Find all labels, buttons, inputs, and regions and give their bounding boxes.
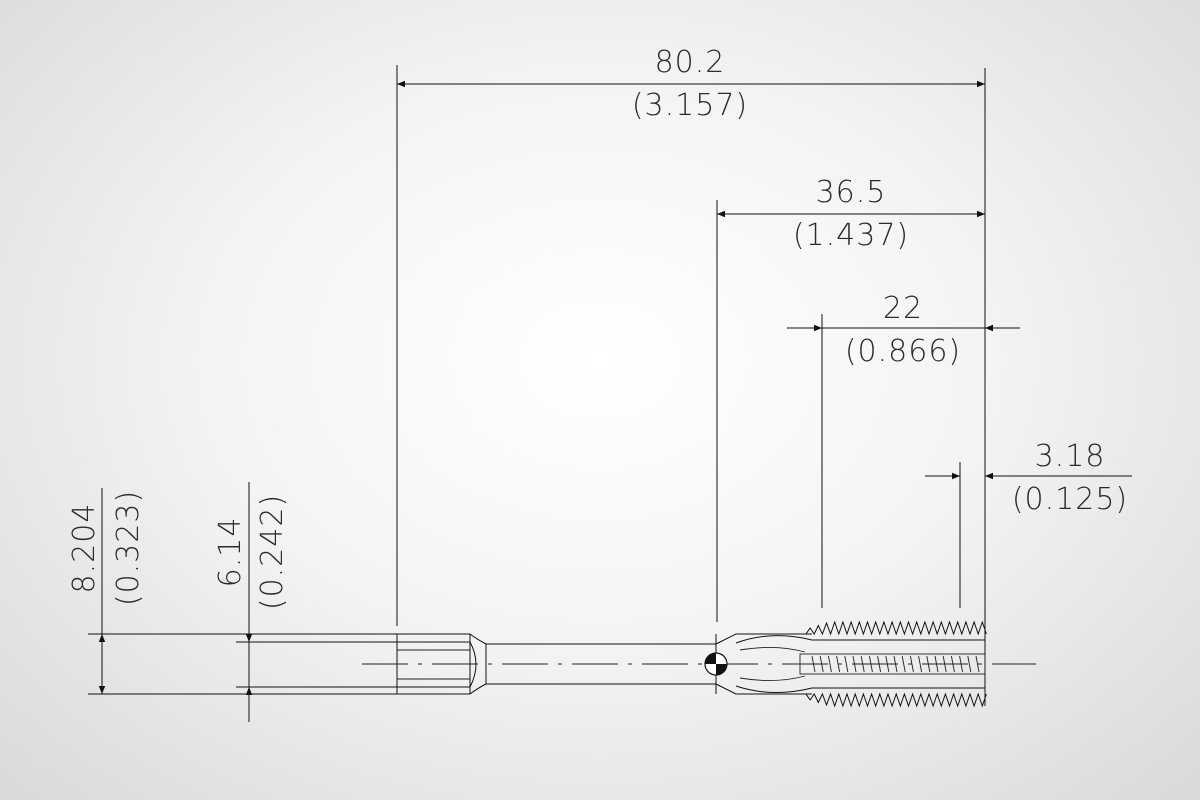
thread-hatch bbox=[852, 655, 857, 673]
flute-inner-bottom bbox=[739, 675, 806, 682]
thread-hatch bbox=[868, 655, 873, 673]
thread-hatch bbox=[893, 655, 898, 673]
thread-hatch bbox=[827, 655, 832, 673]
thread-profile-top bbox=[805, 620, 987, 636]
dimension-value: 22 bbox=[883, 291, 923, 326]
flute-top bbox=[735, 635, 985, 644]
thread-hatch bbox=[918, 655, 923, 673]
dimension-value: 6.14 bbox=[213, 517, 248, 588]
thread-profile-bottom bbox=[805, 692, 987, 708]
thread-hatch bbox=[959, 655, 964, 673]
dimension-value: 8.204 bbox=[67, 503, 102, 594]
thread-hatch bbox=[901, 655, 906, 673]
dimension-overall-length: 80.2 (3.157) bbox=[396, 45, 986, 640]
dimension-square-size: 6.14 (0.242) bbox=[213, 482, 397, 722]
center-of-gravity-symbol bbox=[704, 652, 728, 676]
dimension-inch: (0.242) bbox=[255, 494, 290, 610]
thread-hatch bbox=[811, 655, 816, 673]
thread-hatch bbox=[836, 655, 841, 673]
thread-hatch bbox=[967, 655, 972, 673]
flute-inner-top bbox=[739, 646, 806, 653]
dimension-inch: (1.437) bbox=[793, 218, 909, 253]
dimension-thread-section: 36.5 (1.437) bbox=[716, 175, 985, 622]
thread-hatch bbox=[877, 655, 882, 673]
thread-hatch bbox=[926, 655, 931, 673]
tap-body bbox=[362, 620, 1036, 708]
core-section bbox=[799, 653, 986, 675]
dimension-inch: (0.323) bbox=[111, 490, 146, 606]
thread-hatch bbox=[909, 655, 914, 673]
square-drive bbox=[396, 641, 471, 688]
thread-hatch bbox=[942, 655, 947, 673]
thread-hatch bbox=[844, 655, 849, 673]
dimension-chamfer: 3.18 (0.125) bbox=[925, 439, 1132, 608]
thread-hatch bbox=[950, 655, 955, 673]
dimension-inch: (0.866) bbox=[845, 334, 961, 369]
flute-bottom bbox=[735, 685, 985, 694]
dimension-value: 3.18 bbox=[1035, 439, 1106, 474]
dimension-shank-diameter: 8.204 (0.323) bbox=[67, 488, 470, 695]
dimension-value: 80.2 bbox=[655, 45, 726, 80]
dimension-inch: (0.125) bbox=[1012, 482, 1128, 517]
dimension-value: 36.5 bbox=[816, 175, 887, 210]
thread-hatch bbox=[860, 655, 865, 673]
thread-hatch bbox=[934, 655, 939, 673]
dimension-inch: (3.157) bbox=[632, 88, 748, 123]
shank-shoulder-top bbox=[715, 633, 812, 645]
thread-teeth bbox=[805, 620, 987, 708]
thread-hatch bbox=[975, 655, 980, 673]
dimension-thread-length: 22 (0.866) bbox=[787, 291, 1020, 608]
thread-hatch bbox=[885, 655, 890, 673]
shank-bottom-edge bbox=[397, 683, 716, 695]
thread-hatch bbox=[819, 655, 824, 673]
shank-shoulder-bottom bbox=[715, 683, 812, 695]
neck-curve bbox=[469, 641, 477, 688]
